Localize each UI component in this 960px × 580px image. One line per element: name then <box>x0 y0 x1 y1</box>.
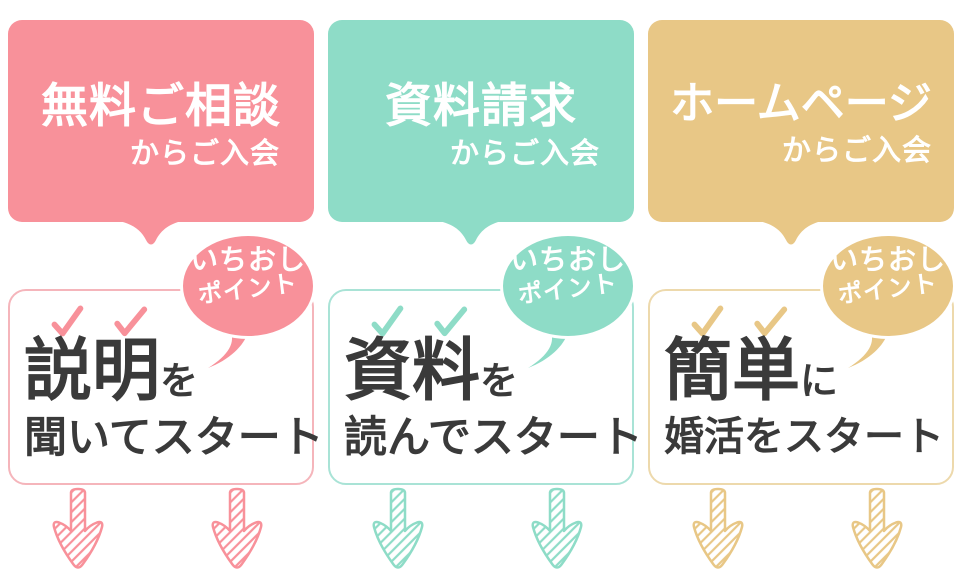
check-icons <box>690 304 788 338</box>
speech-tail-icon <box>208 330 248 368</box>
arrow-down-icon <box>851 487 903 569</box>
recommended-point-badge: いちおし ポイント <box>180 233 316 339</box>
column-free-consultation: 無料ご相談 からご入会 説明を 聞いてスタート いちおし ポイント <box>0 0 324 580</box>
start-step-main: 簡単に <box>664 337 838 405</box>
speech-tail-icon <box>754 220 826 245</box>
entry-method-subtitle: からご入会 <box>129 138 280 170</box>
entry-method-bubble: 資料請求 からご入会 <box>328 20 634 222</box>
entry-method-subtitle: からご入会 <box>781 135 932 167</box>
start-step-card: 資料を 読んでスタート <box>328 289 643 485</box>
check-icon <box>114 306 148 337</box>
arrow-down-icon <box>692 487 744 569</box>
start-step-keyword: 簡単 <box>664 333 801 409</box>
entry-method-subtitle: からご入会 <box>449 138 600 170</box>
entry-method-title: 資料請求 <box>385 79 577 132</box>
start-step-main: 説明を <box>24 337 198 405</box>
check-icon <box>51 305 84 337</box>
check-icon <box>754 306 788 337</box>
start-step-keyword: 説明 <box>24 333 161 409</box>
entry-method-title: 無料ご相談 <box>41 79 281 132</box>
start-step-rest: 聞いてスタート <box>24 414 324 462</box>
arrow-down-icon <box>211 487 263 569</box>
start-step-rest: 読んでスタート <box>344 414 643 462</box>
badge-text-line2: ポイント <box>516 270 620 309</box>
badge-text-line1: いちおし <box>189 244 306 275</box>
badge-text-line1: いちおし <box>829 244 946 275</box>
start-step-particle: を <box>480 361 519 403</box>
arrow-down-icon <box>372 487 424 569</box>
badge-text-line2: ポイント <box>836 270 940 309</box>
entry-method-bubble: 無料ご相談 からご入会 <box>8 20 314 222</box>
start-step-particle: を <box>160 361 199 403</box>
arrow-down-icon <box>531 487 583 569</box>
start-step-keyword: 資料 <box>344 333 481 409</box>
arrow-down-icon <box>52 487 104 569</box>
entry-method-title: ホームページ <box>670 79 932 128</box>
column-homepage: ホームページ からご入会 簡単に 婚活をスタート いちおし ポイント <box>640 0 960 580</box>
badge-text-line2: ポイント <box>196 270 300 309</box>
entry-method-bubble: ホームページ からご入会 <box>648 20 954 222</box>
check-icons <box>50 304 148 338</box>
recommended-point-badge: いちおし ポイント <box>820 233 956 339</box>
speech-tail-icon <box>434 220 506 245</box>
recommended-point-badge: いちおし ポイント <box>500 233 636 339</box>
start-step-main: 資料を <box>344 337 518 405</box>
badge-text-line1: いちおし <box>509 244 626 275</box>
start-step-rest: 婚活をスタート <box>664 415 944 459</box>
column-document-request: 資料請求 からご入会 資料を 読んでスタート いちおし ポイント <box>320 0 643 580</box>
speech-tail-icon <box>528 330 568 368</box>
start-step-particle: に <box>800 361 839 403</box>
check-icons <box>370 304 468 338</box>
speech-tail-icon <box>848 330 888 368</box>
check-icon <box>371 305 404 337</box>
speech-tail-icon <box>114 220 186 245</box>
check-icon <box>691 305 724 337</box>
check-icon <box>434 306 468 337</box>
